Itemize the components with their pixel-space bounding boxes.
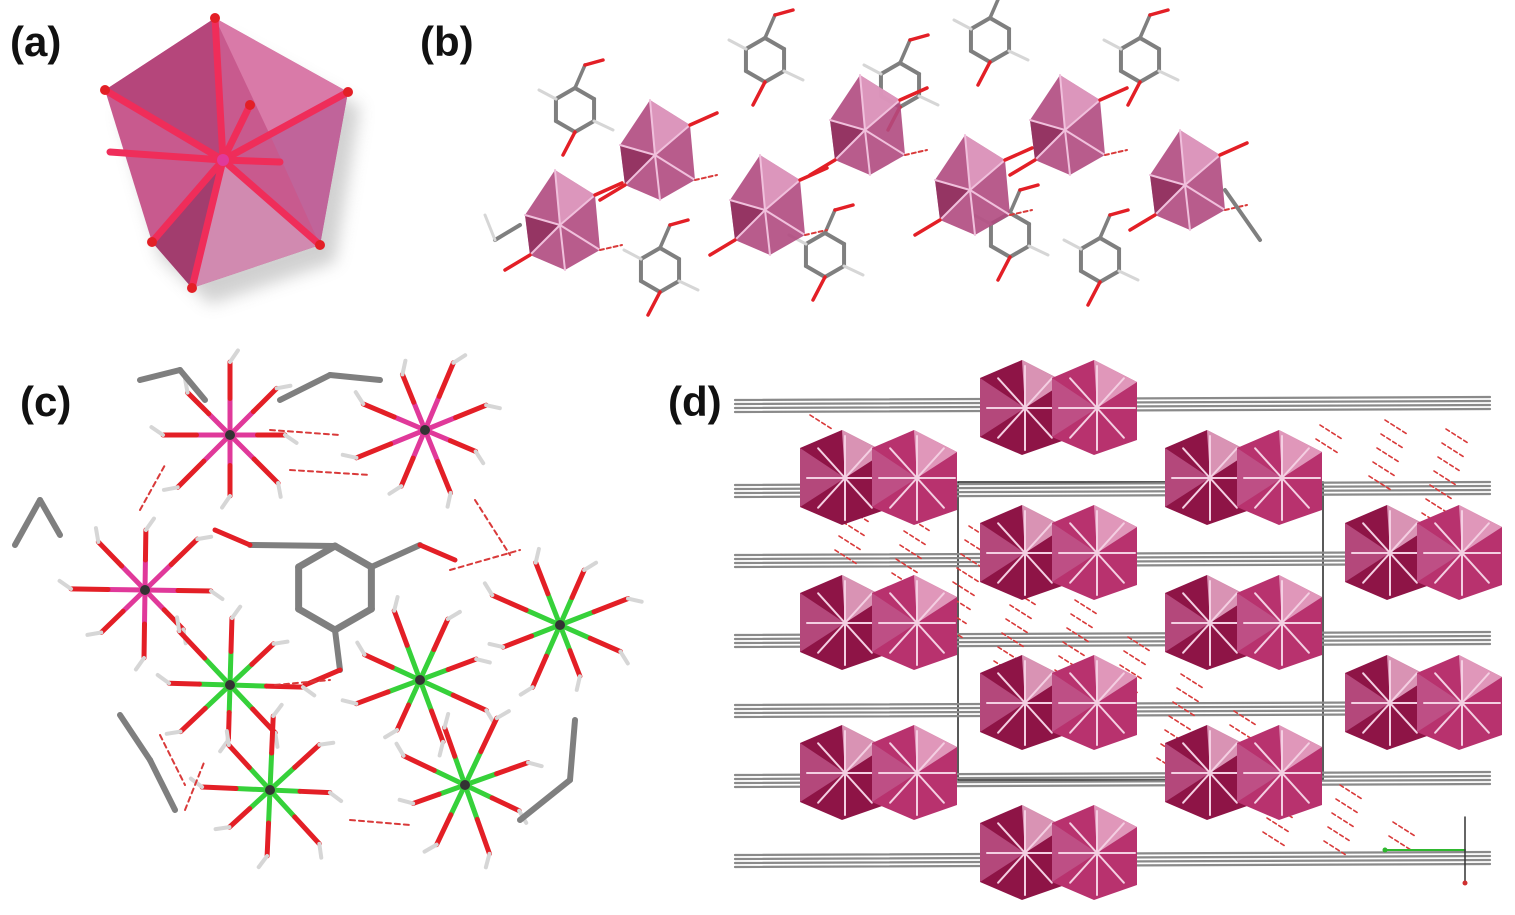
molecule-chain-icon <box>483 0 1262 317</box>
coordination-cluster-icon <box>12 348 644 870</box>
polyhedron-icon <box>100 13 360 304</box>
panel-label-b: (b) <box>420 18 474 65</box>
polyhedron-pair <box>980 655 1137 750</box>
polyhedron-pair <box>980 360 1137 455</box>
polyhedron-pair <box>980 805 1137 900</box>
axis-triad-icon <box>1382 816 1468 886</box>
panel-d-packing <box>733 360 1502 900</box>
panel-b-chain <box>483 0 1262 317</box>
polyhedron-pair <box>1165 725 1322 820</box>
polyhedron-pair <box>1165 430 1322 525</box>
panel-c-cluster <box>12 348 644 870</box>
panel-label-d: (d) <box>668 378 722 425</box>
polyhedron-pair <box>1345 655 1502 750</box>
polyhedron-pair <box>980 505 1137 600</box>
polyhedron-pair <box>800 430 957 525</box>
panel-label-a: (a) <box>10 18 62 65</box>
polyhedron-pair <box>1165 575 1322 670</box>
panel-label-c: (c) <box>20 378 72 425</box>
polyhedron-pair <box>800 725 957 820</box>
crystal-packing-icon <box>733 360 1502 900</box>
polyhedron-pair <box>800 575 957 670</box>
panel-a-polyhedron <box>100 13 360 304</box>
polyhedron-pair <box>1345 505 1502 600</box>
